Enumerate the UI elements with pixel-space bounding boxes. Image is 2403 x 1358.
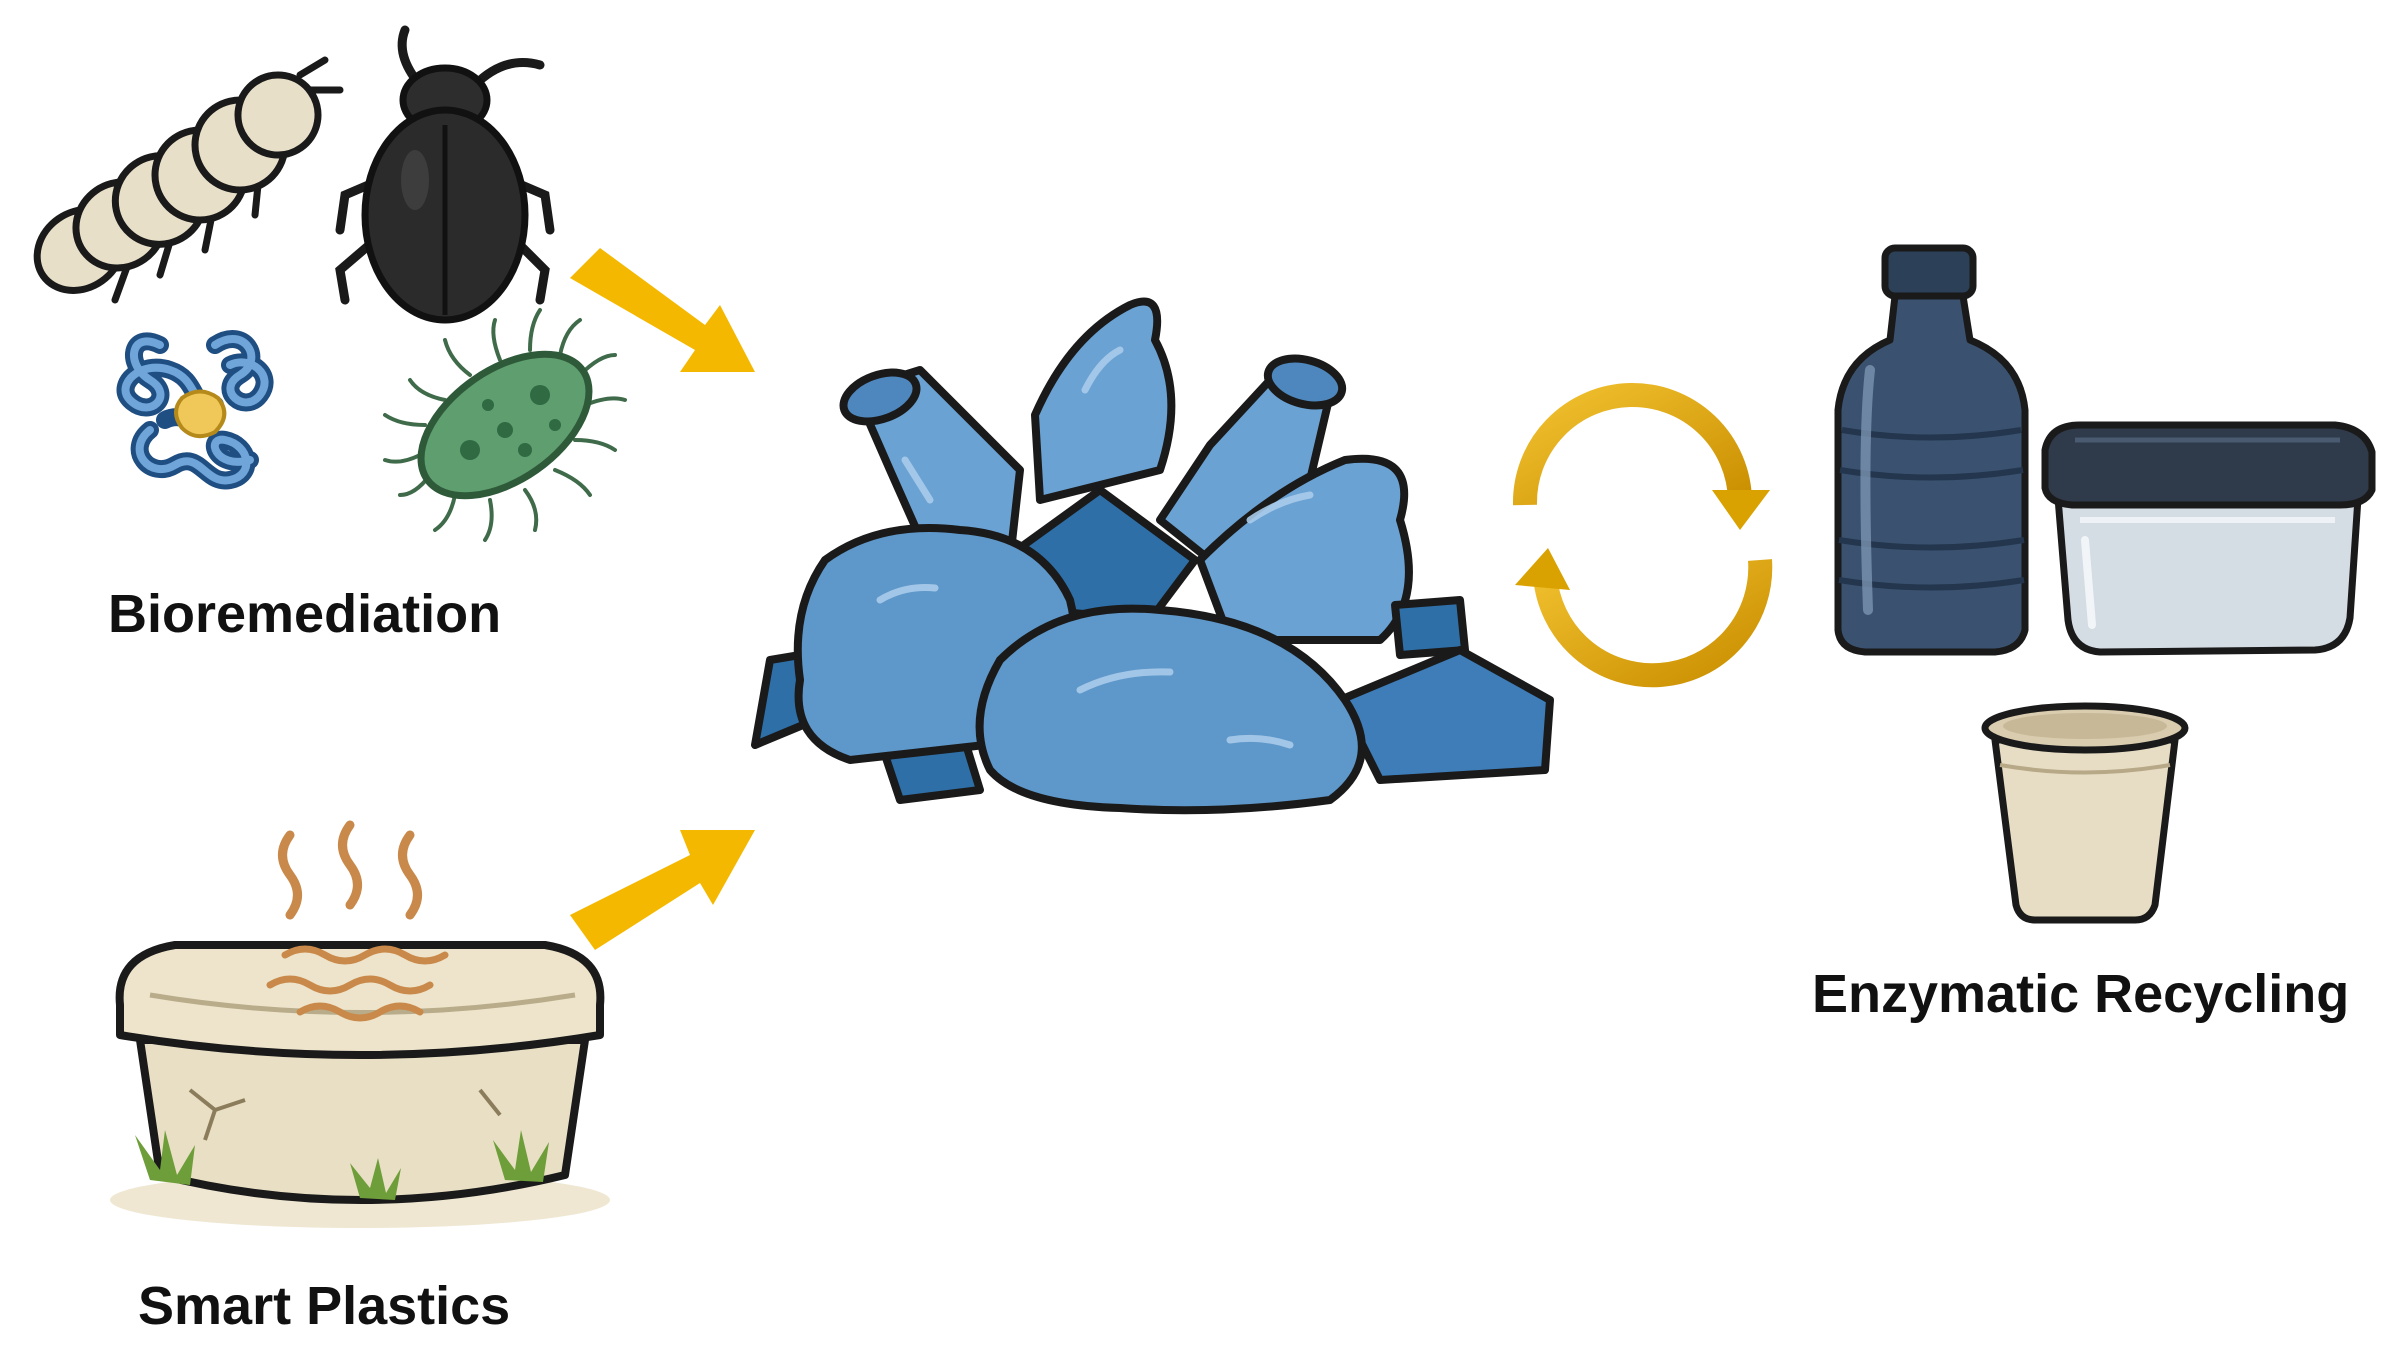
cup-icon [1981,702,2189,924]
bacterium-icon [383,308,627,542]
food-container-icon [2041,421,2376,656]
plastic-waste-pile-icon [751,297,1554,815]
plastic-bottle-icon [1834,244,2029,656]
recycle-cycle-arrows-icon [1512,383,1773,688]
arrow-bioremediation-to-waste [570,248,755,372]
bioremediation-label: Bioremediation [108,584,502,644]
beetle-icon [335,25,555,324]
smart-plastics-label: Smart Plastics [138,1276,511,1336]
arrow-smart-plastics-to-waste [570,830,755,950]
enzyme-protein-icon [116,330,274,490]
biodegradable-container-icon [110,820,610,1228]
mealworm-icon [33,56,344,304]
enzymatic-recycling-label: Enzymatic Recycling [1812,964,2350,1024]
waste-pile-highlights [876,346,1314,749]
